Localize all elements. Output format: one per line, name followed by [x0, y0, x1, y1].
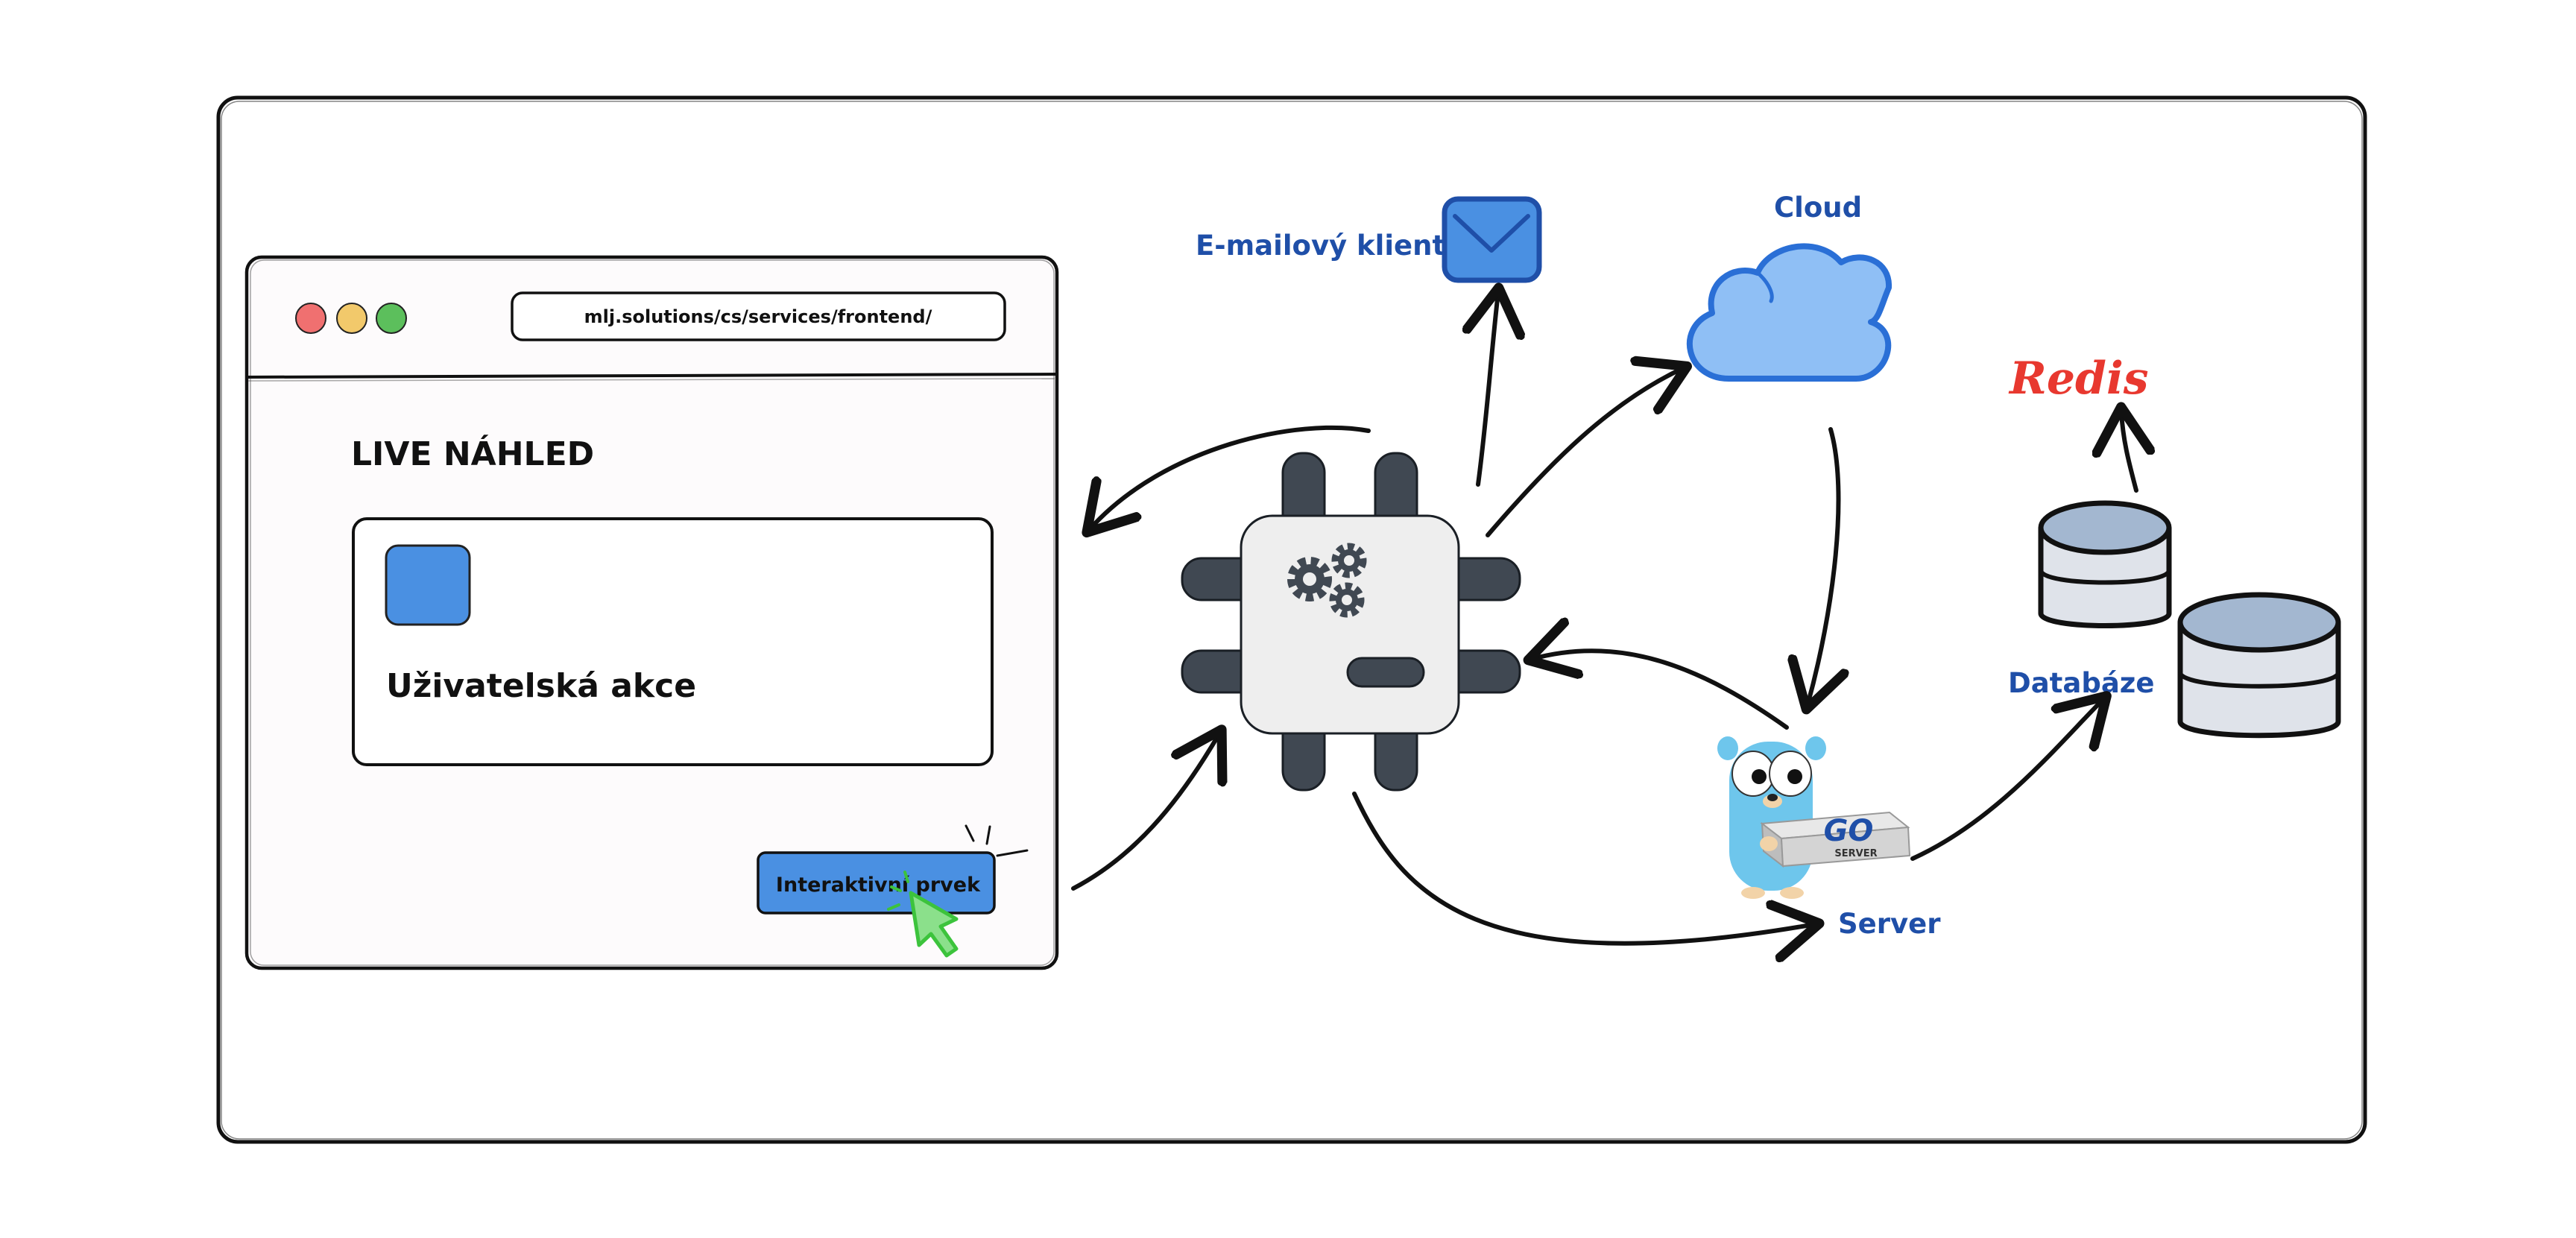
server-label: Server [1838, 908, 1941, 940]
window-minimize-dot[interactable] [336, 303, 367, 334]
arrow-server-to-database [1910, 699, 2103, 861]
database-icon [2177, 592, 2341, 739]
arrow-button-to-chip [1071, 733, 1219, 891]
address-bar-url: mlj.solutions/cs/services/frontend/ [584, 306, 932, 327]
go-badge: GO [1824, 814, 1874, 848]
interactive-button[interactable]: Interaktivní prvek [757, 851, 996, 915]
window-close-dot[interactable] [295, 303, 326, 334]
cloud-icon [1686, 243, 1892, 382]
browser-window: mlj.solutions/cs/services/frontend/ LIVE… [244, 255, 1059, 970]
preview-heading: LIVE NÁHLED [351, 434, 594, 473]
arrow-chip-to-email [1478, 292, 1498, 487]
arrow-cloud-to-server [1808, 427, 1839, 705]
arrow-chip-to-server [1352, 792, 1815, 944]
redis-logo: Redis [2008, 353, 2149, 405]
arrow-chip-to-cloud [1486, 368, 1683, 537]
card-thumbnail [385, 544, 471, 626]
interactive-button-label: Interaktivní prvek [776, 874, 981, 897]
arrow-server-to-chip [1532, 651, 1789, 730]
address-bar[interactable]: mlj.solutions/cs/services/frontend/ [511, 291, 1006, 341]
mail-icon [1442, 196, 1542, 283]
arrow-database-to-redis [2121, 411, 2136, 493]
cloud-label: Cloud [1774, 192, 1862, 224]
cursor-icon [887, 871, 959, 958]
window-maximize-dot[interactable] [376, 303, 407, 334]
processor-chip-icon [1181, 452, 1521, 792]
card-text: Uživatelská akce [386, 667, 696, 705]
server-badge: SERVER [1834, 848, 1877, 859]
database-icon [2038, 500, 2172, 628]
arrow-chip-to-browser [1090, 425, 1371, 529]
database-label: Databáze [2008, 667, 2154, 699]
email-label: E-mailový klient [1196, 230, 1445, 262]
arrows [1071, 292, 2136, 944]
gear-icon [1287, 543, 1367, 618]
server-box: GO SERVER [1760, 811, 1911, 868]
user-action-card: Uživatelská akce [352, 517, 994, 766]
go-gopher-icon: GO SERVER [1717, 736, 1911, 899]
click-sparks [965, 824, 1029, 857]
